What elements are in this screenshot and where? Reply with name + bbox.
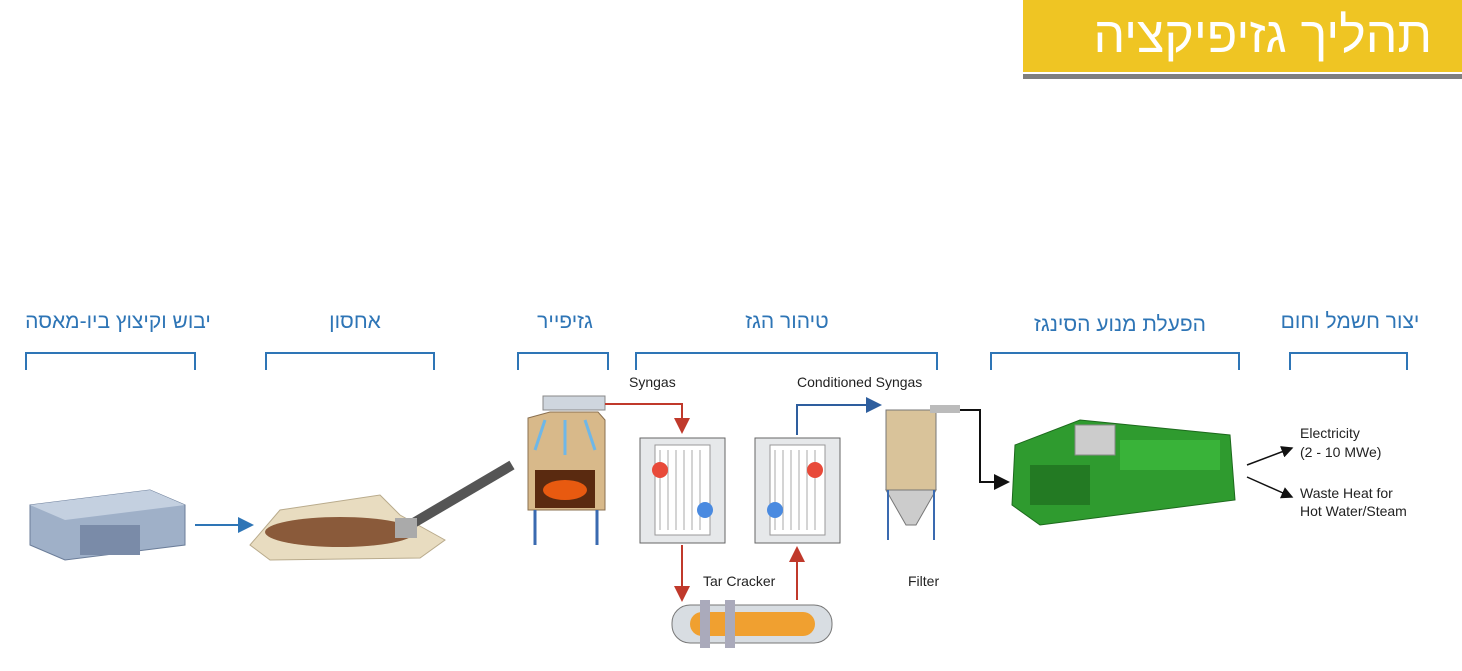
tar-cracker-label: Tar Cracker: [703, 573, 776, 589]
bracket-storage: [265, 352, 435, 370]
dryer-illustration: [29, 489, 186, 561]
stage-label-gasifier: גזיפייר: [537, 310, 593, 333]
page-title: תהליך גזיפיקציה: [1093, 7, 1432, 63]
title-underline: [1023, 74, 1462, 79]
gas-engine-illustration: [1011, 419, 1236, 526]
electricity-label: Electricity: [1300, 425, 1360, 441]
stage-label-power-heat: יצור חשמל וחום: [1280, 310, 1420, 333]
stage-label-gas-cleaning: טיהור הגז: [745, 310, 829, 333]
storage-illustration: [249, 460, 515, 561]
bracket-power-heat: [1289, 352, 1408, 370]
title-banner: תהליך גזיפיקציה: [1023, 0, 1462, 72]
hot-water-steam-label: Hot Water/Steam: [1300, 503, 1407, 519]
syngas-label: Syngas: [629, 374, 676, 390]
waste-heat-label: Waste Heat for: [1300, 485, 1393, 501]
filter-label: Filter: [908, 573, 940, 589]
stage-label-text: הפעלת מנוע הסינגז: [1034, 313, 1206, 336]
electricity-range-label: (2 - 10 MWe): [1300, 444, 1382, 460]
conditioned-syngas-label: Conditioned Syngas: [797, 374, 923, 390]
tar-cracker-illustration: [671, 600, 833, 648]
cooler-2-illustration: [754, 437, 841, 544]
gasifier-illustration: [527, 395, 606, 545]
bracket-syngas-engine: [990, 352, 1240, 370]
stage-label-syngas-engine: הפעלת מנוע הסינגז: [1034, 313, 1206, 337]
arrow-to-electricity: [1246, 446, 1294, 466]
conditioned-syngas-arrow: [796, 397, 882, 435]
syngas-arrow: [605, 403, 690, 434]
arrow-to-engine: [960, 409, 1010, 490]
filter-illustration: [885, 405, 960, 540]
stage-label-storage: אחסון: [329, 310, 381, 333]
bracket-gas-cleaning: [635, 352, 938, 370]
bracket-drying: [25, 352, 196, 370]
arrow-to-waste-heat: [1246, 476, 1294, 499]
cooler-1-illustration: [639, 437, 726, 544]
stage-label-drying: יבוש וקיצוץ ביו-מאסה: [25, 310, 211, 333]
bracket-gasifier: [517, 352, 609, 370]
